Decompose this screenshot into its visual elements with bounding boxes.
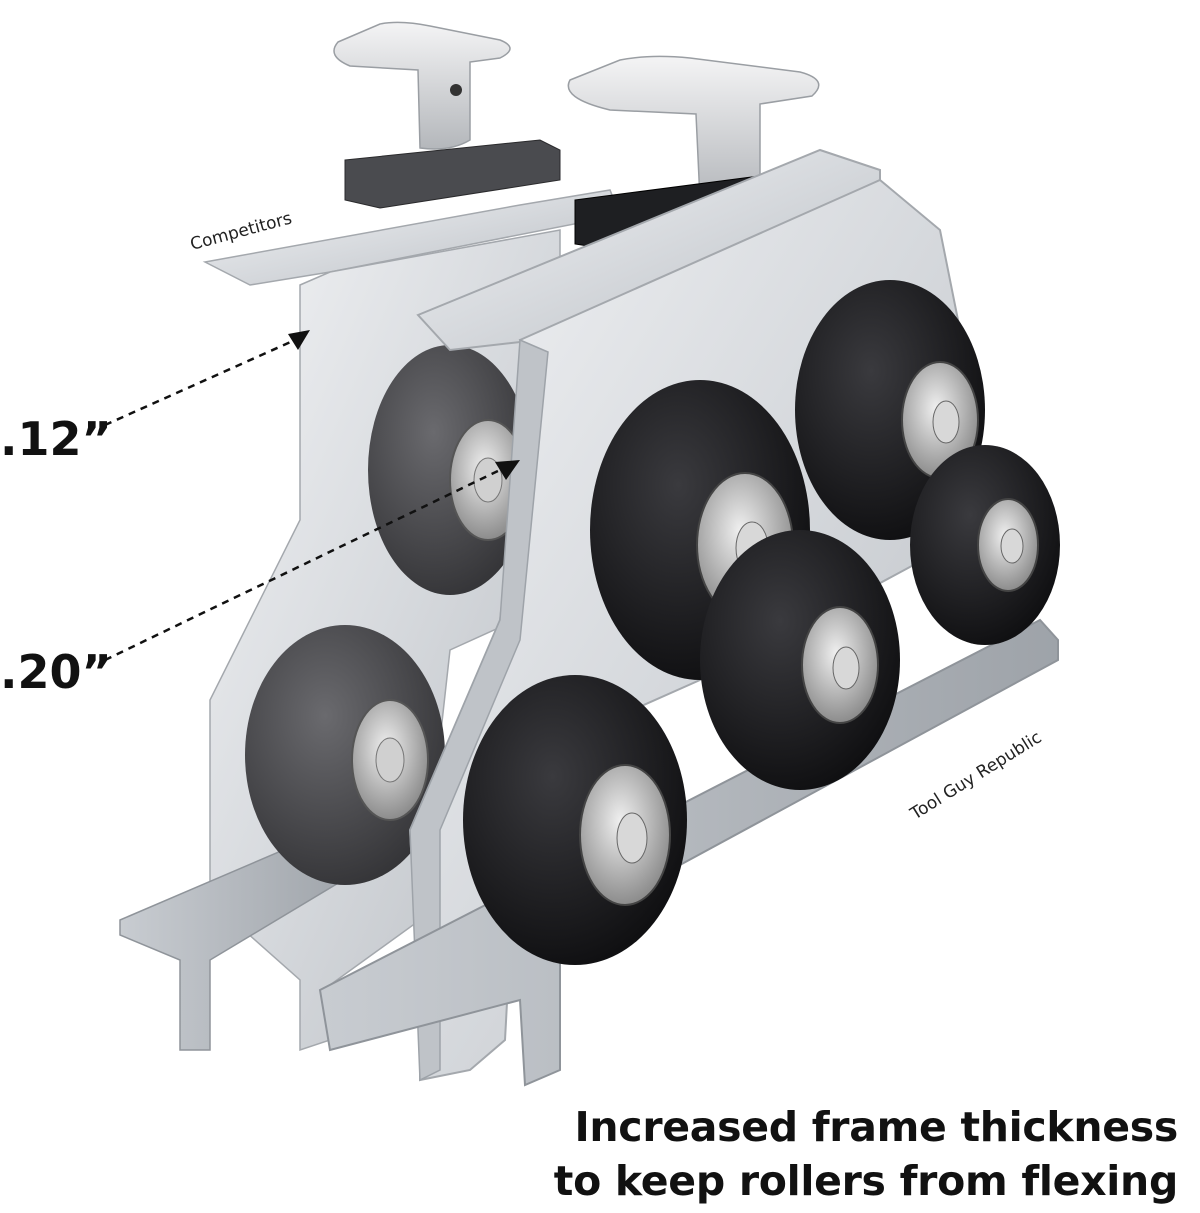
competitor-knob-pin-hole <box>450 84 462 96</box>
brand-label: Tool Guy Republic <box>906 728 1045 825</box>
brand-roller-5 <box>463 675 687 965</box>
competitor-frame <box>119 21 622 1052</box>
thin-thickness-arrow <box>104 330 310 427</box>
competitor-upper-roller <box>368 345 532 595</box>
caption-line-2: to keep rollers from flexing <box>553 1157 1179 1205</box>
brand-plate-edge <box>409 338 549 1082</box>
competitor-lower-roller <box>245 625 445 885</box>
brand-knob <box>567 55 820 202</box>
caption-line-1: Increased frame thickness <box>574 1103 1178 1151</box>
brand-frame <box>318 55 1060 1087</box>
thin-thickness-value: .12” <box>0 412 112 466</box>
thick-thickness-value: .20” <box>0 645 112 699</box>
brand-roller-3 <box>910 445 1060 645</box>
competitor-clamp-block <box>344 139 561 209</box>
brand-roller-4 <box>700 530 900 790</box>
thick-thickness-arrow <box>104 460 520 662</box>
competitors-label: Competitors <box>188 208 294 254</box>
competitor-knob <box>333 21 511 150</box>
